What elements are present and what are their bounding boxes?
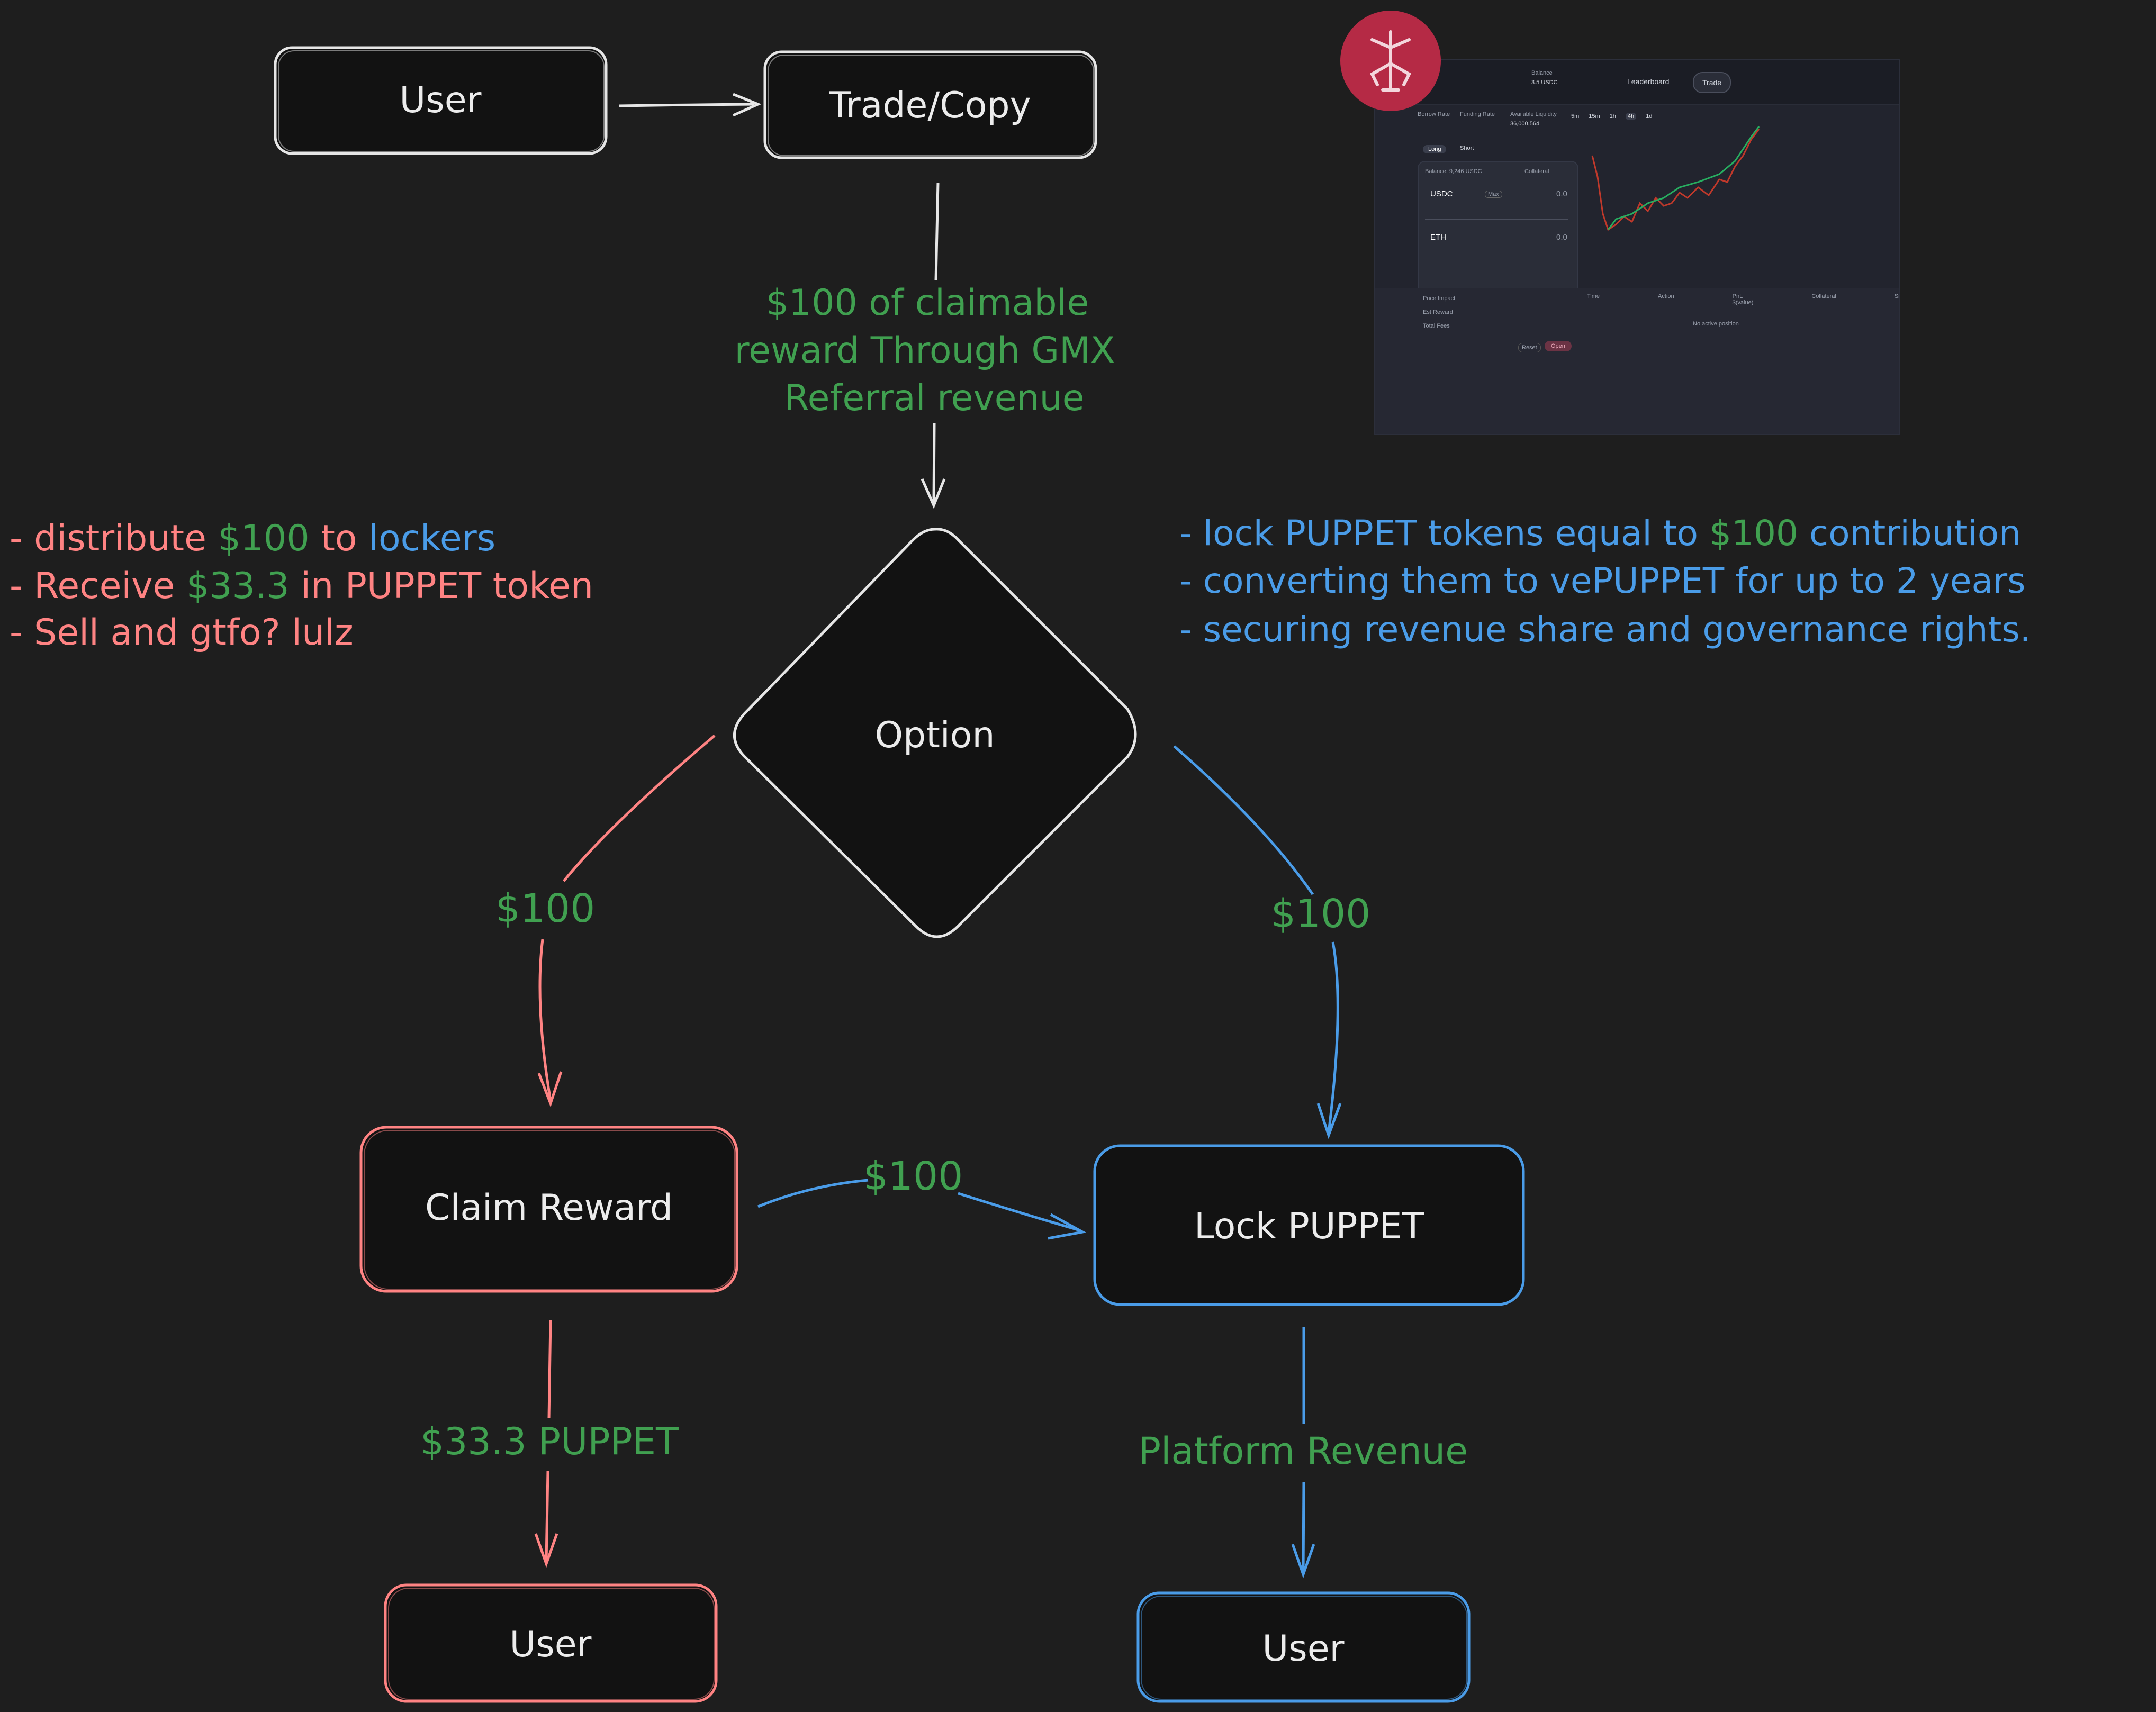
lock-to-user-label: Platform Revenue [1139, 1429, 1468, 1473]
screenshot-price-chart [1591, 126, 1760, 231]
arrow-option-to-lock [1173, 745, 1342, 1139]
reward-label-line3: Referral revenue [784, 377, 1084, 419]
screenshot-short-tab[interactable]: Short [1460, 145, 1474, 151]
arrow-claim-to-user [534, 1320, 558, 1568]
screenshot-col-pnl: PnL $(value) [1732, 293, 1754, 306]
puppet-logo-icon [1340, 11, 1441, 111]
screenshot-funding-rate: Funding Rate [1460, 111, 1495, 117]
left-note-1-target: lockers [368, 518, 495, 559]
tf-5m[interactable]: 5m [1571, 113, 1580, 120]
trade-copy-node: Trade/Copy [763, 50, 1097, 159]
screenshot-info-row-2: Est Reward [1423, 309, 1453, 315]
screenshot-usdc-token[interactable]: USDC [1430, 189, 1453, 198]
right-note-3: - securing revenue share and governance … [1179, 609, 2031, 650]
screenshot-info-row-1: Price Impact [1423, 295, 1456, 302]
screenshot-open-button[interactable]: Open [1545, 341, 1572, 351]
left-note-1: - distribute $100 to lockers [10, 518, 495, 559]
user-top-label: User [400, 79, 482, 121]
claim-reward-label: Claim Reward [425, 1187, 673, 1229]
screenshot-eth-amount[interactable]: 0.0 [1556, 233, 1567, 242]
trade-copy-label: Trade/Copy [828, 85, 1031, 126]
arrow-user-to-trade [619, 93, 762, 117]
user-bottom-left-label: User [510, 1624, 592, 1665]
option-decision-node: Option [733, 528, 1137, 938]
screenshot-usdc-amount[interactable]: 0.0 [1556, 189, 1567, 198]
screenshot-col-collateral: Collateral [1811, 293, 1836, 300]
screenshot-long-tab[interactable]: Long [1423, 145, 1447, 153]
screenshot-table-header: Time Action PnL $(value) Collateral Size [1587, 293, 1900, 306]
left-note-2-prefix: - Receive [10, 565, 186, 607]
tf-1h[interactable]: 1h [1609, 113, 1616, 120]
screenshot-available-liquidity: Available Liquidity [1510, 111, 1557, 117]
reward-label-line1: $100 of claimable [766, 282, 1089, 324]
right-note-1-prefix: - lock PUPPET tokens equal to [1179, 513, 1709, 554]
left-notes: - distribute $100 to lockers - Receive $… [10, 518, 593, 654]
left-note-2-amount: $33.3 [186, 565, 290, 607]
screenshot-col-action: Action [1658, 293, 1674, 300]
arrow-option-to-claim [537, 735, 716, 1108]
puppet-glyph-icon [1370, 30, 1411, 92]
left-note-1-amount: $100 [218, 518, 310, 559]
screenshot-collateral-label: Collateral [1524, 168, 1549, 175]
lock-puppet-node: Lock PUPPET [1093, 1144, 1525, 1306]
screenshot-info-row-3: Total Fees [1423, 323, 1450, 329]
user-bottom-right-node: User [1136, 1591, 1471, 1703]
screenshot-max-button[interactable]: Max [1485, 191, 1502, 198]
embedded-trading-screenshot: Balance 3.5 USDC Leaderboard Trade Borro… [1374, 59, 1900, 435]
left-note-1-mid: to [310, 518, 369, 559]
screenshot-topbar: Balance 3.5 USDC Leaderboard Trade [1375, 60, 1899, 105]
left-note-1-prefix: - distribute [10, 518, 218, 559]
screenshot-balance-value: 3.5 USDC [1531, 79, 1558, 86]
reward-label-line2: reward Through GMX [735, 330, 1115, 372]
lock-puppet-label: Lock PUPPET [1194, 1206, 1424, 1247]
user-bottom-right-label: User [1262, 1628, 1345, 1670]
right-note-1-amount: $100 [1709, 513, 1798, 554]
right-notes: - lock PUPPET tokens equal to $100 contr… [1179, 513, 2031, 650]
tf-15m[interactable]: 15m [1589, 113, 1600, 120]
screenshot-slider[interactable] [1425, 219, 1568, 220]
screenshot-eth-token[interactable]: ETH [1430, 233, 1446, 242]
reward-edge-label: $100 of claimable reward Through GMX Ref… [735, 282, 1115, 419]
left-note-2-suffix: in PUPPET token [290, 565, 593, 607]
screenshot-balance-label: Balance [1531, 70, 1553, 76]
screenshot-leaderboard-tab[interactable]: Leaderboard [1627, 77, 1670, 86]
arrow-claim-to-lock [757, 1179, 1087, 1240]
tf-4h[interactable]: 4h [1625, 113, 1637, 120]
claim-reward-node: Claim Reward [359, 1126, 738, 1293]
right-note-2: - converting them to vePUPPET for up to … [1179, 560, 2025, 601]
left-note-2: - Receive $33.3 in PUPPET token [10, 565, 593, 607]
screenshot-liquidity-value: 36,000,564 [1510, 121, 1540, 127]
screenshot-timeframes: 5m 15m 1h 4h 1d [1571, 113, 1652, 120]
user-bottom-left-node: User [384, 1583, 718, 1703]
left-branch-label: $100 [495, 886, 595, 931]
right-branch-label: $100 [1271, 891, 1370, 937]
right-note-1-suffix: contribution [1798, 513, 2021, 554]
screenshot-borrow-rate: Borrow Rate [1418, 111, 1450, 117]
screenshot-no-positions: No active position [1693, 321, 1739, 327]
tf-1d[interactable]: 1d [1646, 113, 1653, 120]
right-note-1: - lock PUPPET tokens equal to $100 contr… [1179, 513, 2021, 554]
screenshot-lower-panel: Price Impact Est Reward Total Fees Reset… [1375, 288, 1899, 434]
left-note-3: - Sell and gtfo? lulz [10, 612, 354, 654]
screenshot-trade-tab[interactable]: Trade [1693, 72, 1731, 93]
option-label: Option [875, 714, 995, 756]
screenshot-reset-button[interactable]: Reset [1518, 343, 1541, 352]
arrow-trade-to-option [921, 182, 946, 509]
screenshot-col-size: Size [1894, 293, 1900, 300]
claim-to-user-label: $33.3 PUPPET [420, 1420, 679, 1463]
screenshot-balance-line: Balance: 9,246 USDC [1425, 168, 1482, 175]
arrow-lock-to-user [1291, 1327, 1315, 1579]
user-top-node: User [274, 46, 608, 155]
screenshot-col-time: Time [1587, 293, 1600, 300]
claim-to-lock-label: $100 [863, 1154, 963, 1199]
